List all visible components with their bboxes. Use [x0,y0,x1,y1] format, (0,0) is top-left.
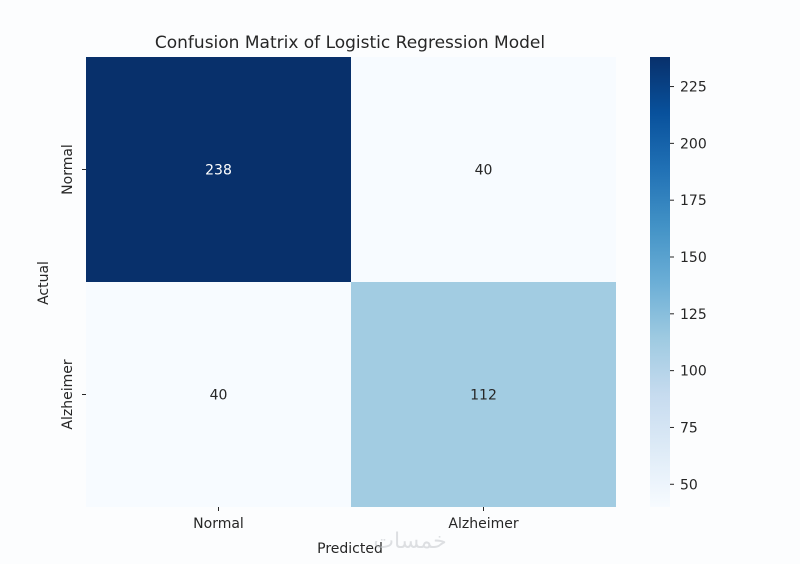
colorbar-tick-label: 75 [680,420,698,436]
colorbar-tick-label: 225 [680,80,707,96]
colorbar-tick-label: 50 [680,477,698,493]
heatmap-cells: 238 40 40 112 [86,57,616,507]
x-axis-label: Predicted [317,541,383,557]
colorbar-tick-label: 200 [680,136,707,152]
x-tick-labels: Normal Alzheimer [193,507,519,532]
x-tick-label: Normal [193,516,244,532]
colorbar: 50 75 100 125 150 175 200 225 [650,57,707,507]
heatmap-cell [86,57,351,282]
colorbar-tick-label: 150 [680,250,707,266]
colorbar-gradient [650,57,670,507]
y-axis-label: Actual [36,261,52,305]
chart-title: Confusion Matrix of Logistic Regression … [155,33,545,53]
cell-value-label: 238 [205,163,232,179]
y-tick-label: Alzheimer [60,359,76,429]
heatmap-cell [351,57,616,282]
cell-value-label: 112 [470,388,497,404]
colorbar-tick-label: 100 [680,364,707,380]
y-tick-label: Normal [60,144,76,195]
cell-value-label: 40 [210,388,228,404]
cell-value-label: 40 [475,163,493,179]
watermark: خمسات [373,529,446,554]
heatmap-cell [86,282,351,507]
x-tick-label: Alzheimer [448,516,518,532]
colorbar-tick-label: 125 [680,307,707,323]
colorbar-tick-label: 175 [680,193,707,209]
heatmap-cell [351,282,616,507]
